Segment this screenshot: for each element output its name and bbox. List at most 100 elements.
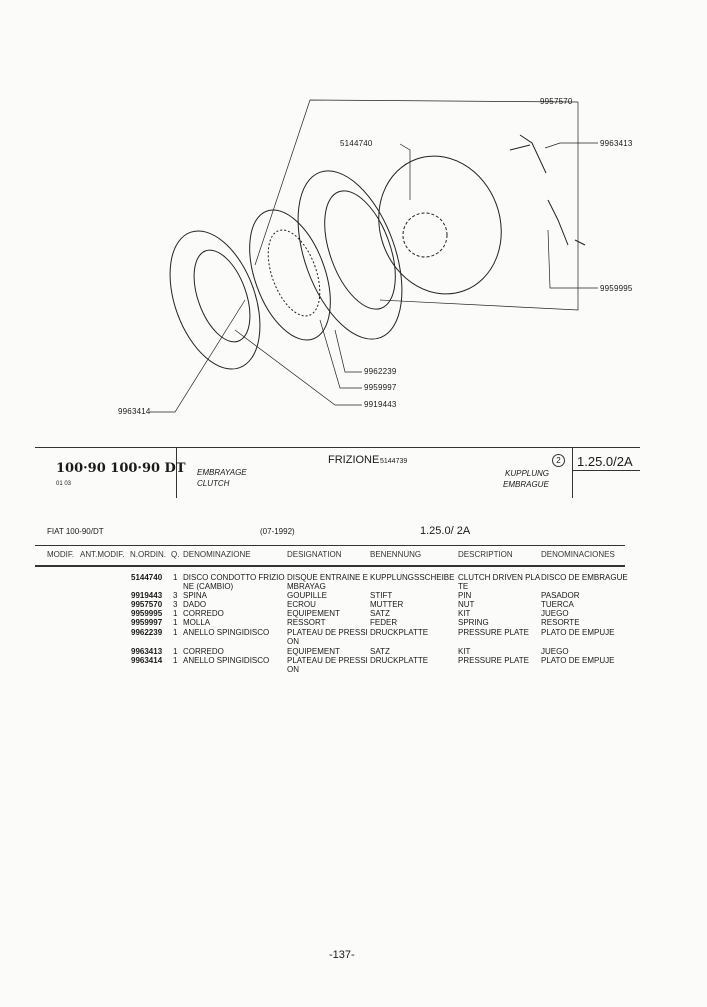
designation: EQUIPEMENT [287,609,340,618]
callout-9963413: 9963413 [600,139,633,148]
description: KIT [458,609,471,618]
benennung: DRUCKPLATTE [370,656,429,665]
callout-9962239: 9962239 [364,367,397,376]
header-ref-rule [573,470,640,471]
table-row: 9963414 1 ANELLO SPINGIDISCO PLATEAU DE PRE… [0,656,707,674]
table-row: 5144740 1 DISCO CONDOTTO FRIZIO NE (CAMBIO… [0,573,707,591]
part-number: 9963413 [131,647,163,656]
quantity: 1 [173,628,178,637]
denominazione: ANELLO SPINGIDISCO [183,656,270,665]
denominazione: CORREDO [183,609,224,618]
part-number: 5144740 [131,573,163,582]
title-en: CLUTCH [197,479,230,488]
denominazione: ANELLO SPINGIDISCO [183,628,270,637]
model-sub: 01 03 [56,481,72,487]
col-n-ordin: N.ORDIN. [130,550,166,559]
benennung: SATZ [370,647,390,656]
table-row: 9962239 1 ANELLO SPINGIDISCO PLATEAU DE PRE… [0,628,707,646]
part-number: 9959997 [131,618,163,627]
description: PRESSURE PLATE [458,656,529,665]
table-row: 9963413 1 CORREDO EQUIPEMENT SATZ KIT JUEGO [0,647,707,656]
header-divider [176,448,177,498]
table-row: 9959995 1 CORREDO EQUIPEMENT SATZ KIT JUEGO [0,609,707,618]
section-code: 5144739 [380,458,408,465]
ref-label: 1.25.0/ 2A [420,525,471,537]
col-description: DESCRIPTION [458,550,513,559]
designation: ECROU [287,600,316,609]
denominaciones: PASADOR [541,591,580,600]
denominaciones: DISCO DE EMBRAGUE [541,573,628,582]
designation: EQUIPEMENT [287,647,340,656]
title-fr: EMBRAYAGE [197,468,247,477]
denominaciones: RESORTE [541,618,580,627]
description: CLUTCH DRIVEN PLA TE [458,573,541,591]
callout-9959995: 9959995 [600,284,633,293]
col-designation: DESIGNATION [287,550,342,559]
vehicle-label: FIAT 100-90/DT [47,527,104,536]
quantity: 1 [173,656,178,665]
description: KIT [458,647,471,656]
description: NUT [458,600,475,609]
part-number: 9959995 [131,609,163,618]
callout-9963414: 9963414 [118,407,151,416]
denominaciones: PLATO DE EMPUJE [541,628,615,637]
col-denominazione: DENOMINAZIONE [183,550,251,559]
quantity: 1 [173,609,178,618]
designation: GOUPILLE [287,591,328,600]
denominazione: CORREDO [183,647,224,656]
denominaciones: PLATO DE EMPUJE [541,656,615,665]
circle-number: 2 [552,454,565,467]
callout-9919443: 9919443 [364,400,397,409]
callout-9959997: 9959997 [364,383,397,392]
col-benennung: BENENNUNG [370,550,422,559]
callout-5144740: 5144740 [340,139,373,148]
description: SPRING [458,618,489,627]
denominazione: DISCO CONDOTTO FRIZIO NE (CAMBIO) [183,573,285,591]
benennung: MUTTER [370,600,404,609]
benennung: SATZ [370,609,390,618]
part-number: 9963414 [131,656,163,665]
designation: RESSORT [287,618,326,627]
description: PRESSURE PLATE [458,628,529,637]
col-q: Q. [171,550,180,559]
quantity: 1 [173,647,178,656]
part-number: 9919443 [131,591,163,600]
page-number: -137- [329,949,355,961]
description: PIN [458,591,472,600]
denominaciones: TUERCA [541,600,574,609]
col-denominaciones: DENOMINACIONES [541,550,615,559]
clutch-exploded-diagram [150,99,598,413]
col-ant-modif: ANT.MODIF. [80,550,125,559]
part-number: 9957570 [131,600,163,609]
table-row: 9957570 3 DADO ECROU MUTTER NUT TUERCA [0,600,707,609]
benennung: FEDER [370,618,398,627]
title-es: EMBRAGUE [503,480,549,489]
col-modif: MODIF. [47,550,75,559]
table-top-rule [35,545,625,546]
quantity: 1 [173,618,178,627]
quantity: 3 [173,591,178,600]
designation: DISQUE ENTRAINE E MBRAYAG [287,573,368,591]
denominazione: DADO [183,600,207,609]
header-top-rule [35,447,640,448]
denominazione: MOLLA [183,618,211,627]
date-label: (07-1992) [260,527,295,536]
benennung: DRUCKPLATTE [370,628,429,637]
quantity: 3 [173,600,178,609]
denominaciones: JUEGO [541,647,569,656]
title-de: KUPPLUNG [505,469,550,478]
designation: PLATEAU DE PRESSI ON [287,628,368,646]
section-ref: 1.25.0/2A [577,454,633,469]
table-row: 9959997 1 MOLLA RESSORT FEDER SPRING RESORTE [0,618,707,627]
benennung: STIFT [370,591,393,600]
designation: PLATEAU DE PRESSI ON [287,656,368,674]
part-number: 9962239 [131,628,163,637]
quantity: 1 [173,573,178,582]
table-header-rule [35,565,625,567]
callout-9957570: 9957570 [540,97,573,106]
section-title: FRIZIONE [328,454,380,466]
header-divider [572,448,573,498]
denominaciones: JUEGO [541,609,569,618]
